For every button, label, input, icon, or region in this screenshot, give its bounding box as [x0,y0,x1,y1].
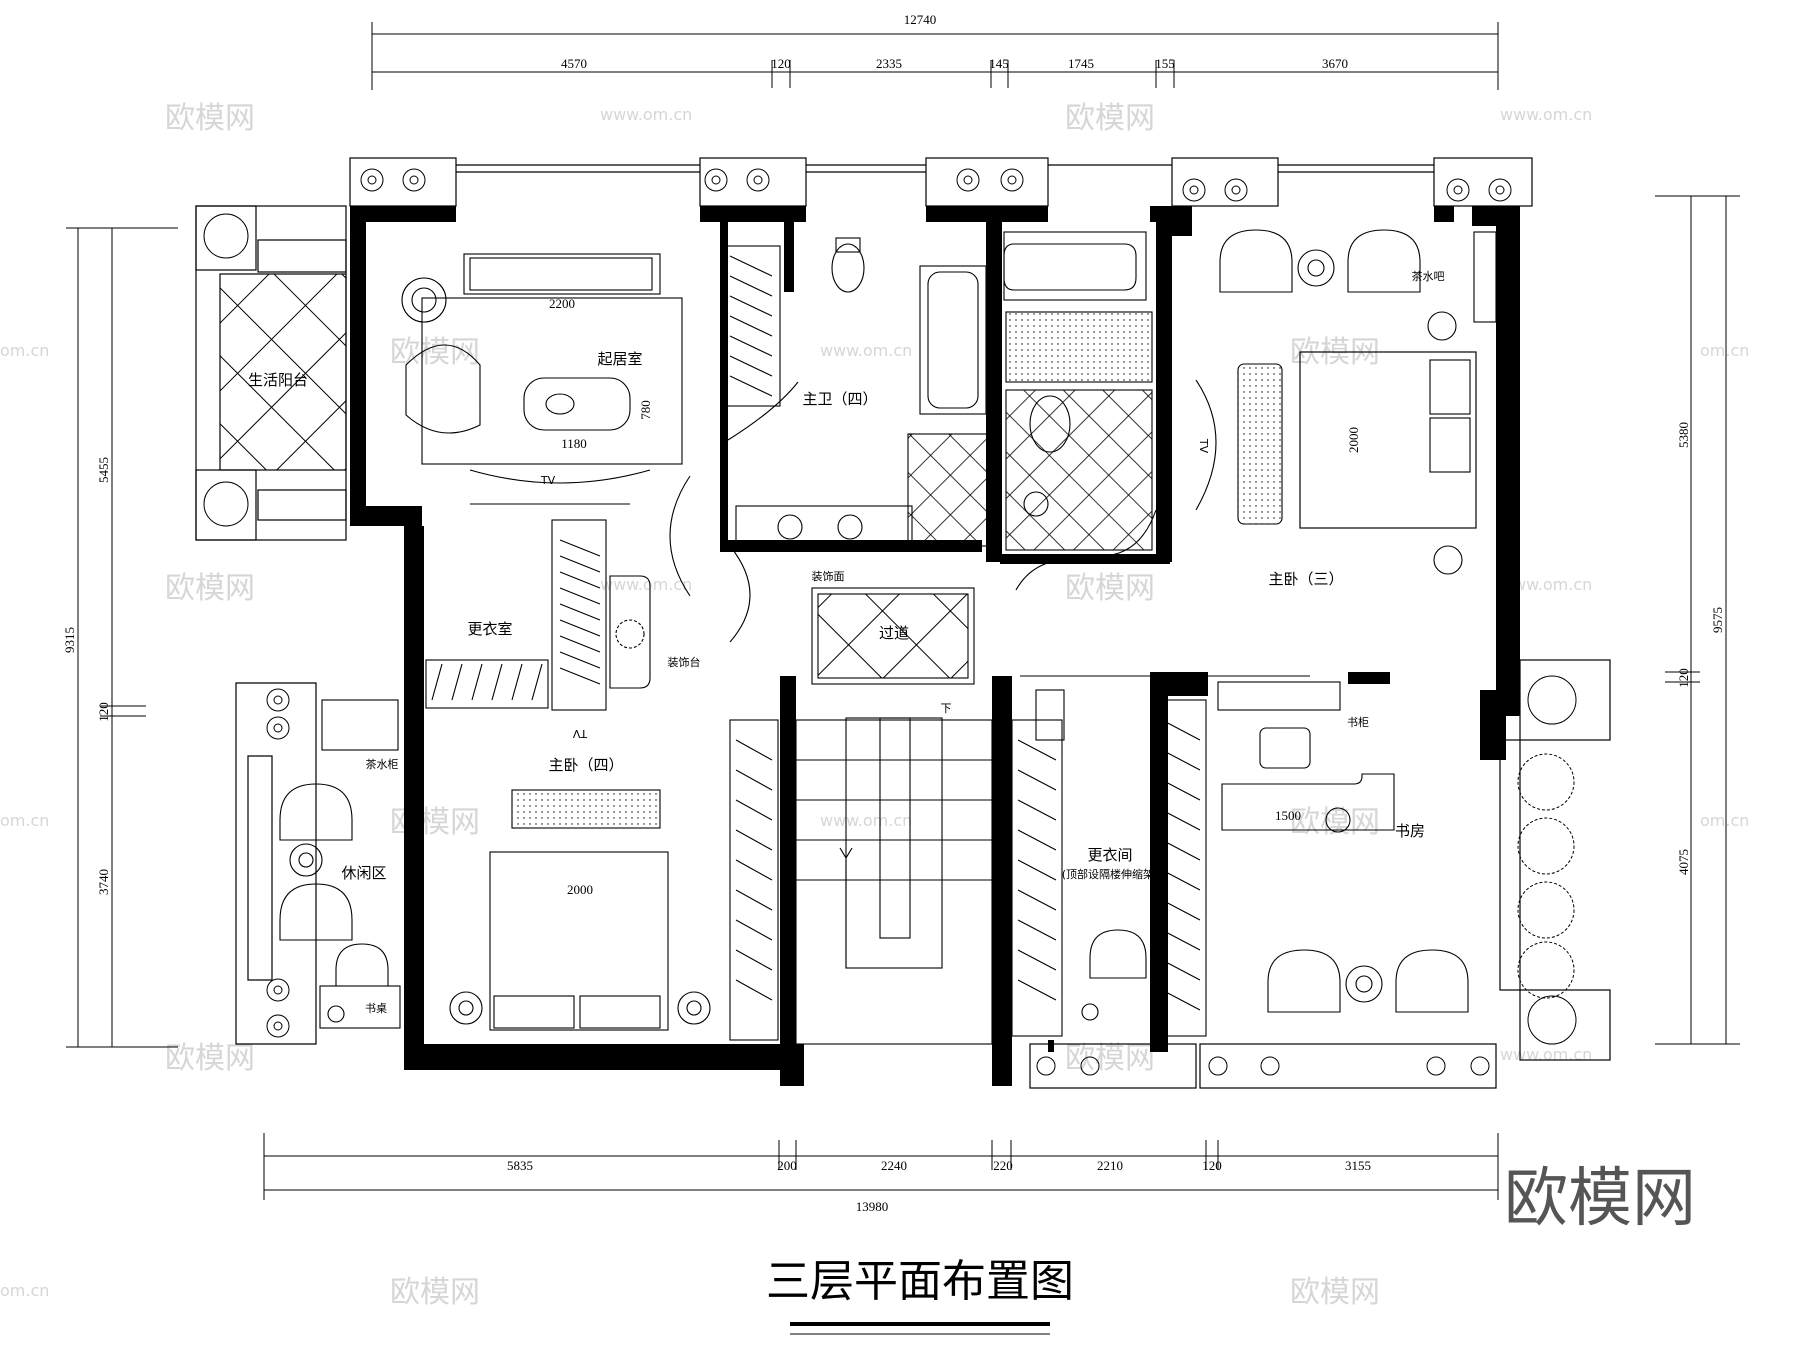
label-tv: TV [1197,438,1210,454]
dim-left-seg: 3740 [96,869,111,895]
label-tea-bar: 茶水吧 [1412,270,1445,283]
dim-bottom-seg: 2240 [881,1158,907,1173]
dim-left-seg: 120 [96,702,111,722]
column-posts [203,168,1577,1076]
left-dimension-labels: 9315 5455 120 3740 [62,457,111,895]
left-dimension-chain [66,227,178,1048]
watermark-url: www.om.cn [600,575,692,594]
room-study: 书房 [1395,822,1425,840]
watermark-logo: 欧模网 [1065,101,1155,136]
watermark-url: www.om.cn [820,811,912,830]
drawing-title: 三层平面布置图 [766,1256,1074,1307]
room-wardrobe: 更衣间 [1087,846,1132,864]
room-lounge: 休闲区 [341,864,386,882]
watermark-logo: 欧模网 [1290,805,1380,840]
dim-top-seg: 145 [989,56,1009,71]
watermark-url: www.om.cn [820,341,912,360]
room-dressing: 更衣室 [467,620,512,638]
dim-left-total: 9315 [62,627,77,653]
dim-bottom-seg: 3155 [1345,1158,1371,1173]
label-table-len: 1180 [561,436,587,451]
bottom-dimension-chain [263,1133,1499,1200]
watermark-logo: 欧模网 [165,571,255,606]
watermark-url-fragment: om.cn [1700,341,1749,360]
dim-bottom-seg: 120 [1202,1158,1222,1173]
furniture-labels: 2200 1180 780 2000 2000 1500 TV TV TV 下 [540,296,1361,897]
watermark-logo: 欧模网 [390,1275,480,1310]
dim-bottom-total: 13980 [856,1199,889,1214]
dim-top-seg: 2335 [876,56,902,71]
label-stair-down: 下 [941,702,952,715]
label-desk: 书桌 [365,1002,387,1015]
watermark-logo: 欧模网 [1065,1041,1155,1076]
label-decor-table: 装饰台 [668,655,701,669]
top-dimension-chain [371,22,1499,90]
label-bed-3-len: 2000 [1346,427,1361,453]
watermark-logo: 欧模网 [390,335,480,370]
watermark-layer: 欧模网 www.om.cn 欧模网 www.om.cn om.cn 欧模网 ww… [0,101,1749,1310]
watermark-url-fragment: om.cn [0,1281,49,1300]
watermark-url: www.om.cn [1500,105,1592,124]
watermark-url-fragment: om.cn [0,341,49,360]
dim-right-seg: 4075 [1676,849,1691,875]
label-decor-panel: 装饰面 [812,569,845,583]
watermark-url-fragment: om.cn [0,811,49,830]
label-tv: TV [540,474,556,487]
dim-bottom-seg: 5835 [507,1158,533,1173]
dim-top-seg: 1745 [1068,56,1094,71]
watermark-logo: 欧模网 [390,805,480,840]
walls [350,206,1520,1086]
label-wardrobe-note: (顶部设隔楼伸缩架) [1062,867,1159,881]
label-desk-len: 1500 [1275,808,1301,823]
dim-bottom-seg: 200 [777,1158,797,1173]
dim-left-seg: 5455 [96,457,111,483]
room-master-bed-3: 主卧（三） [1268,570,1343,588]
label-tea-cabinet: 茶水柜 [366,758,399,771]
dim-top-seg: 120 [771,56,791,71]
label-table-w: 780 [638,400,653,420]
brand-watermark: 欧模网 [1504,1162,1696,1236]
label-sofa-len: 2200 [549,296,575,311]
watermark-logo: 欧模网 [1065,571,1155,606]
label-bed-4-len: 2000 [567,882,593,897]
dim-top-seg: 155 [1155,56,1175,71]
bottom-dimension-labels: 5835 200 2240 220 2210 120 3155 13980 [507,1158,1371,1214]
dim-top-seg: 4570 [561,56,587,71]
watermark-logo: 欧模网 [165,1041,255,1076]
dim-top-total: 12740 [904,12,937,27]
planter-plants [1517,753,1575,999]
watermark-logo: 欧模网 [1290,1275,1380,1310]
watermark-logo: 欧模网 [165,101,255,136]
label-bookshelf: 书柜 [1347,716,1369,729]
interior-outlines [279,229,1497,1045]
dim-bottom-seg: 220 [993,1158,1013,1173]
room-sitting-room: 起居室 [597,350,642,368]
watermark-url: www.om.cn [1500,1045,1592,1064]
dim-right-seg: 120 [1676,668,1691,688]
dim-bottom-seg: 2210 [1097,1158,1123,1173]
room-corridor: 过道 [879,624,909,642]
exterior-elements [195,157,1611,1089]
dim-right-total: 9575 [1710,607,1725,633]
watermark-url-fragment: om.cn [1700,811,1749,830]
watermark-url: www.om.cn [1500,575,1592,594]
watermark-url: www.om.cn [600,105,692,124]
dim-top-seg: 3670 [1322,56,1348,71]
dim-right-seg: 5380 [1676,422,1691,448]
right-dimension-labels: 5380 120 4075 9575 [1676,422,1725,875]
label-tv: TV [572,727,588,740]
right-dimension-chain [1655,195,1740,1045]
room-master-bed-4: 主卧（四） [548,756,623,774]
top-dimension-labels: 12740 4570 120 2335 145 1745 155 3670 [561,12,1348,71]
room-living-balcony: 生活阳台 [248,371,308,389]
room-master-bath-4: 主卫（四） [802,390,877,408]
room-labels: 生活阳台 起居室 主卫（四） 主卧（三） 更衣室 装饰台 装饰面 过道 休闲区 … [248,270,1445,1015]
